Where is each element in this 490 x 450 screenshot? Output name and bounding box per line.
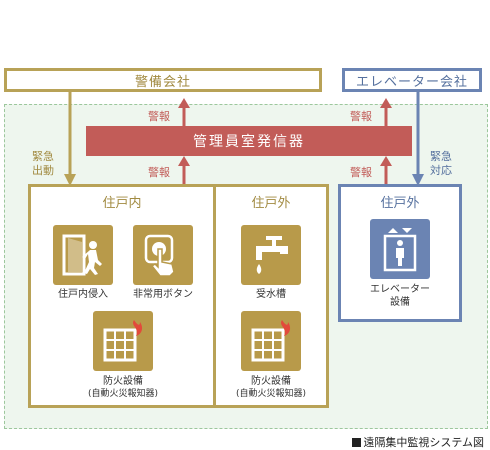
alarm-label-inside: 警報 xyxy=(148,166,170,179)
security-company-label: 警備会社 xyxy=(134,74,191,90)
fire-alarm-icon xyxy=(241,311,301,371)
caption-water-tank: 受水槽 xyxy=(256,289,286,300)
response-label-line-1: 緊急 xyxy=(430,150,452,163)
dispatch-arrowhead xyxy=(64,174,76,186)
water-tank-icon xyxy=(241,225,301,285)
response-label-line-2: 対応 xyxy=(430,164,452,177)
alarm-arrowhead-to-security xyxy=(178,98,190,108)
item-elevator xyxy=(370,219,430,279)
fire-alarm-icon xyxy=(93,311,153,371)
intrusion-icon xyxy=(53,225,113,285)
caption-fire-alarm-inside-main: 防火設備 xyxy=(103,376,143,387)
alarm-label-security: 警報 xyxy=(148,110,170,123)
panel-elevator-outside-title: 住戸外 xyxy=(380,196,420,211)
response-arrowhead xyxy=(412,174,424,186)
diagram-caption: 遠隔集中監視システム図 xyxy=(352,434,484,450)
alarm-arrowhead-from-elevator xyxy=(380,156,392,166)
caption-fire-alarm-outside: 防火設備 (自動火災報知器) xyxy=(216,375,326,401)
panel-outside: 住戸外 受水槽 防火設備 (自動火災報知器) xyxy=(213,184,329,408)
security-company-box: 警備会社 xyxy=(4,68,322,92)
caption-fire-alarm-outside-main: 防火設備 xyxy=(251,376,291,387)
alarm-arrowhead-to-elevator-co xyxy=(380,98,392,108)
caption-elevator-sub: 設備 xyxy=(390,297,410,308)
alarm-label-elevator: 警報 xyxy=(350,166,372,179)
caption-square-icon xyxy=(352,438,362,447)
panel-elevator-outside: 住戸外 エレベーター 設備 xyxy=(338,184,462,322)
panel-inside-title: 住戸内 xyxy=(102,196,142,211)
dispatch-label: 緊急 出動 xyxy=(32,150,54,178)
item-fire-alarm-outside xyxy=(241,311,301,371)
dispatch-label-line-1: 緊急 xyxy=(32,150,54,163)
caption-elevator-main: エレベーター xyxy=(370,284,430,295)
response-label: 緊急 対応 xyxy=(430,150,452,178)
alarm-label-elevator-co: 警報 xyxy=(350,110,372,123)
caption-emergency-button: 非常用ボタン xyxy=(133,289,193,300)
item-intrusion xyxy=(53,225,113,285)
diagram-caption-text: 遠隔集中監視システム図 xyxy=(363,436,484,449)
elevator-company-label: エレベーター会社 xyxy=(355,74,468,90)
item-water-tank xyxy=(241,225,301,285)
transmitter-bar: 管理員室発信器 xyxy=(86,126,412,156)
elevator-icon xyxy=(370,219,430,279)
item-fire-alarm-inside xyxy=(93,311,153,371)
caption-elevator: エレベーター 設備 xyxy=(345,283,455,309)
panel-outside-title: 住戸外 xyxy=(251,196,291,211)
caption-fire-alarm-inside: 防火設備 (自動火災報知器) xyxy=(68,375,178,401)
dispatch-label-line-2: 出動 xyxy=(32,164,54,177)
caption-intrusion: 住戸内侵入 xyxy=(58,289,108,300)
elevator-company-box: エレベーター会社 xyxy=(342,68,482,92)
item-emergency-button xyxy=(133,225,193,285)
caption-fire-alarm-outside-sub: (自動火災報知器) xyxy=(235,389,307,399)
caption-fire-alarm-inside-sub: (自動火災報知器) xyxy=(87,389,159,399)
panel-inside: 住戸内 住戸内侵入 非常用ボタン xyxy=(28,184,216,408)
alarm-arrowhead-from-inside xyxy=(178,156,190,166)
transmitter-label: 管理員室発信器 xyxy=(193,134,305,150)
emergency-button-icon xyxy=(133,225,193,285)
